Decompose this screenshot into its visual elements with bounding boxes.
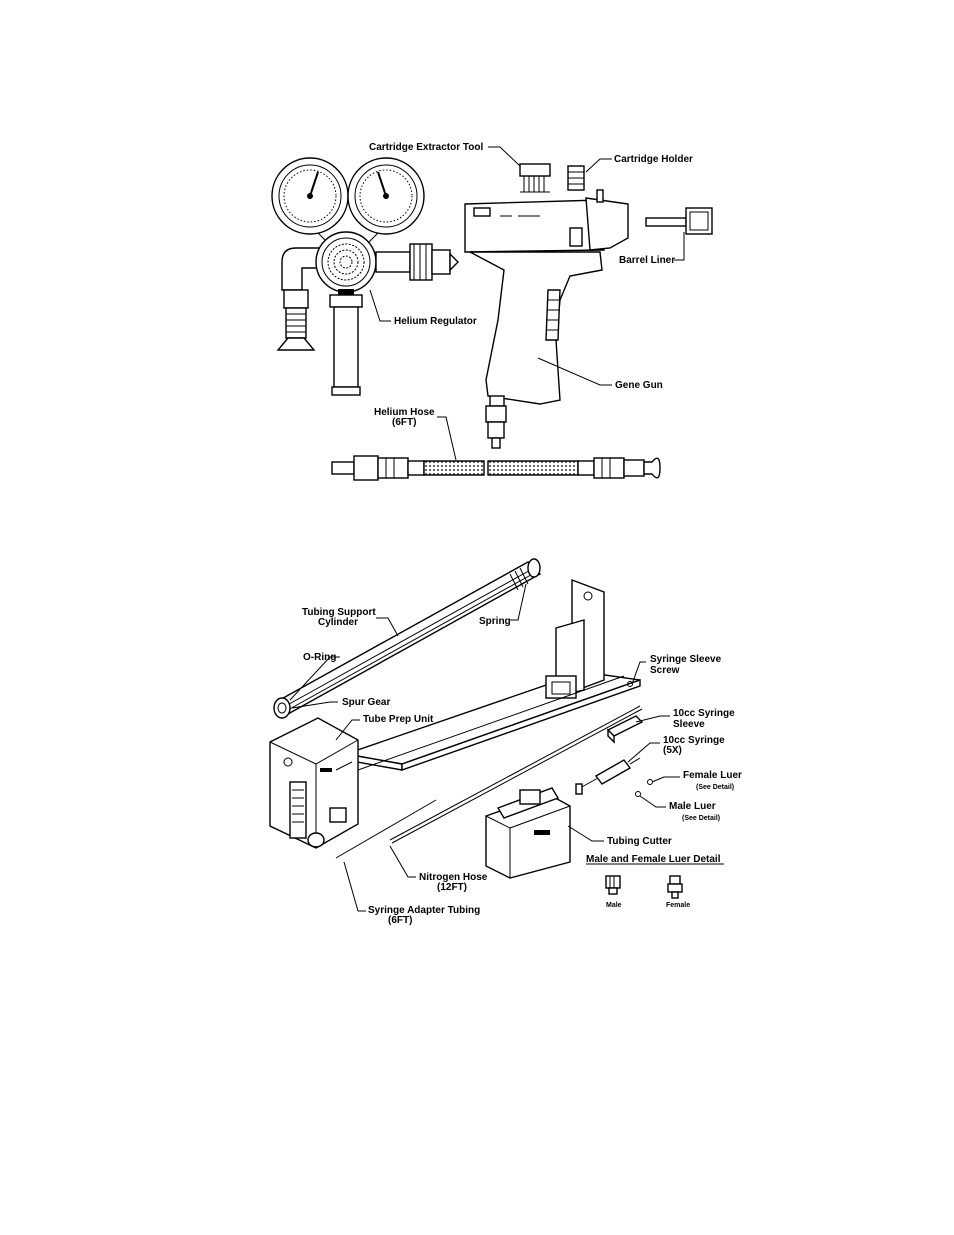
- label-tube-prep-unit: Tube Prep Unit: [363, 714, 434, 725]
- syringe-sleeve-drawing: [606, 715, 644, 744]
- label-syringe-sleeve-screw-2: Screw: [650, 665, 680, 676]
- label-female-luer: Female Luer: [683, 770, 742, 781]
- label-luer-detail-title: Male and Female Luer Detail: [586, 854, 721, 865]
- label-nitrogen-hose-length: (12FT): [437, 882, 467, 893]
- label-syringe-adapter-tubing: Syringe Adapter Tubing: [368, 905, 480, 916]
- tubing-support-cylinder-drawing: [273, 558, 542, 719]
- luer-detail-drawing: [586, 863, 724, 899]
- tube-prep-unit-drawing: [269, 717, 359, 849]
- cartridge-extractor-tool-drawing: [519, 163, 551, 193]
- label-o-ring: O-Ring: [303, 652, 336, 663]
- barrel-liner-drawing: [645, 207, 713, 235]
- label-helium-hose: Helium Hose: [374, 407, 435, 418]
- label-syringe-sleeve: 10cc Syringe: [673, 708, 735, 719]
- label-helium-hose-length: (6FT): [392, 417, 416, 428]
- label-syringe-sleeve-screw: Syringe Sleeve: [650, 654, 722, 665]
- label-nitrogen-hose: Nitrogen Hose: [419, 872, 488, 883]
- label-cartridge-extractor-tool: Cartridge Extractor Tool: [369, 142, 483, 153]
- syringe-drawing: [575, 757, 641, 795]
- gene-gun-drawing: [464, 189, 629, 449]
- label-tubing-support: Tubing Support: [302, 607, 376, 618]
- label-syringe-sleeve-2: Sleeve: [673, 719, 705, 730]
- label-syringe: 10cc Syringe: [663, 735, 725, 746]
- label-tubing-support-cylinder: Cylinder: [318, 617, 358, 628]
- cartridge-holder-drawing: [567, 165, 585, 191]
- label-male-luer: Male Luer: [669, 801, 716, 812]
- base-plate-drawing: [343, 578, 641, 771]
- label-luer-female: Female: [666, 902, 690, 909]
- helium-hose-drawing: [331, 455, 661, 481]
- label-male-luer-note: (See Detail): [682, 815, 720, 822]
- label-syringe-qty: (5X): [663, 745, 682, 756]
- label-female-luer-note: (See Detail): [696, 784, 734, 791]
- helium-regulator-drawing: [271, 157, 459, 396]
- label-spur-gear: Spur Gear: [342, 697, 390, 708]
- label-spring: Spring: [479, 616, 511, 627]
- tubing-cutter-drawing: [485, 787, 571, 879]
- label-syringe-adapter-length: (6FT): [388, 915, 412, 926]
- label-helium-regulator: Helium Regulator: [394, 316, 477, 327]
- label-cartridge-holder: Cartridge Holder: [614, 154, 693, 165]
- label-barrel-liner: Barrel Liner: [619, 255, 675, 266]
- label-luer-male: Male: [606, 902, 622, 909]
- label-gene-gun: Gene Gun: [615, 380, 663, 391]
- label-tubing-cutter: Tubing Cutter: [607, 836, 672, 847]
